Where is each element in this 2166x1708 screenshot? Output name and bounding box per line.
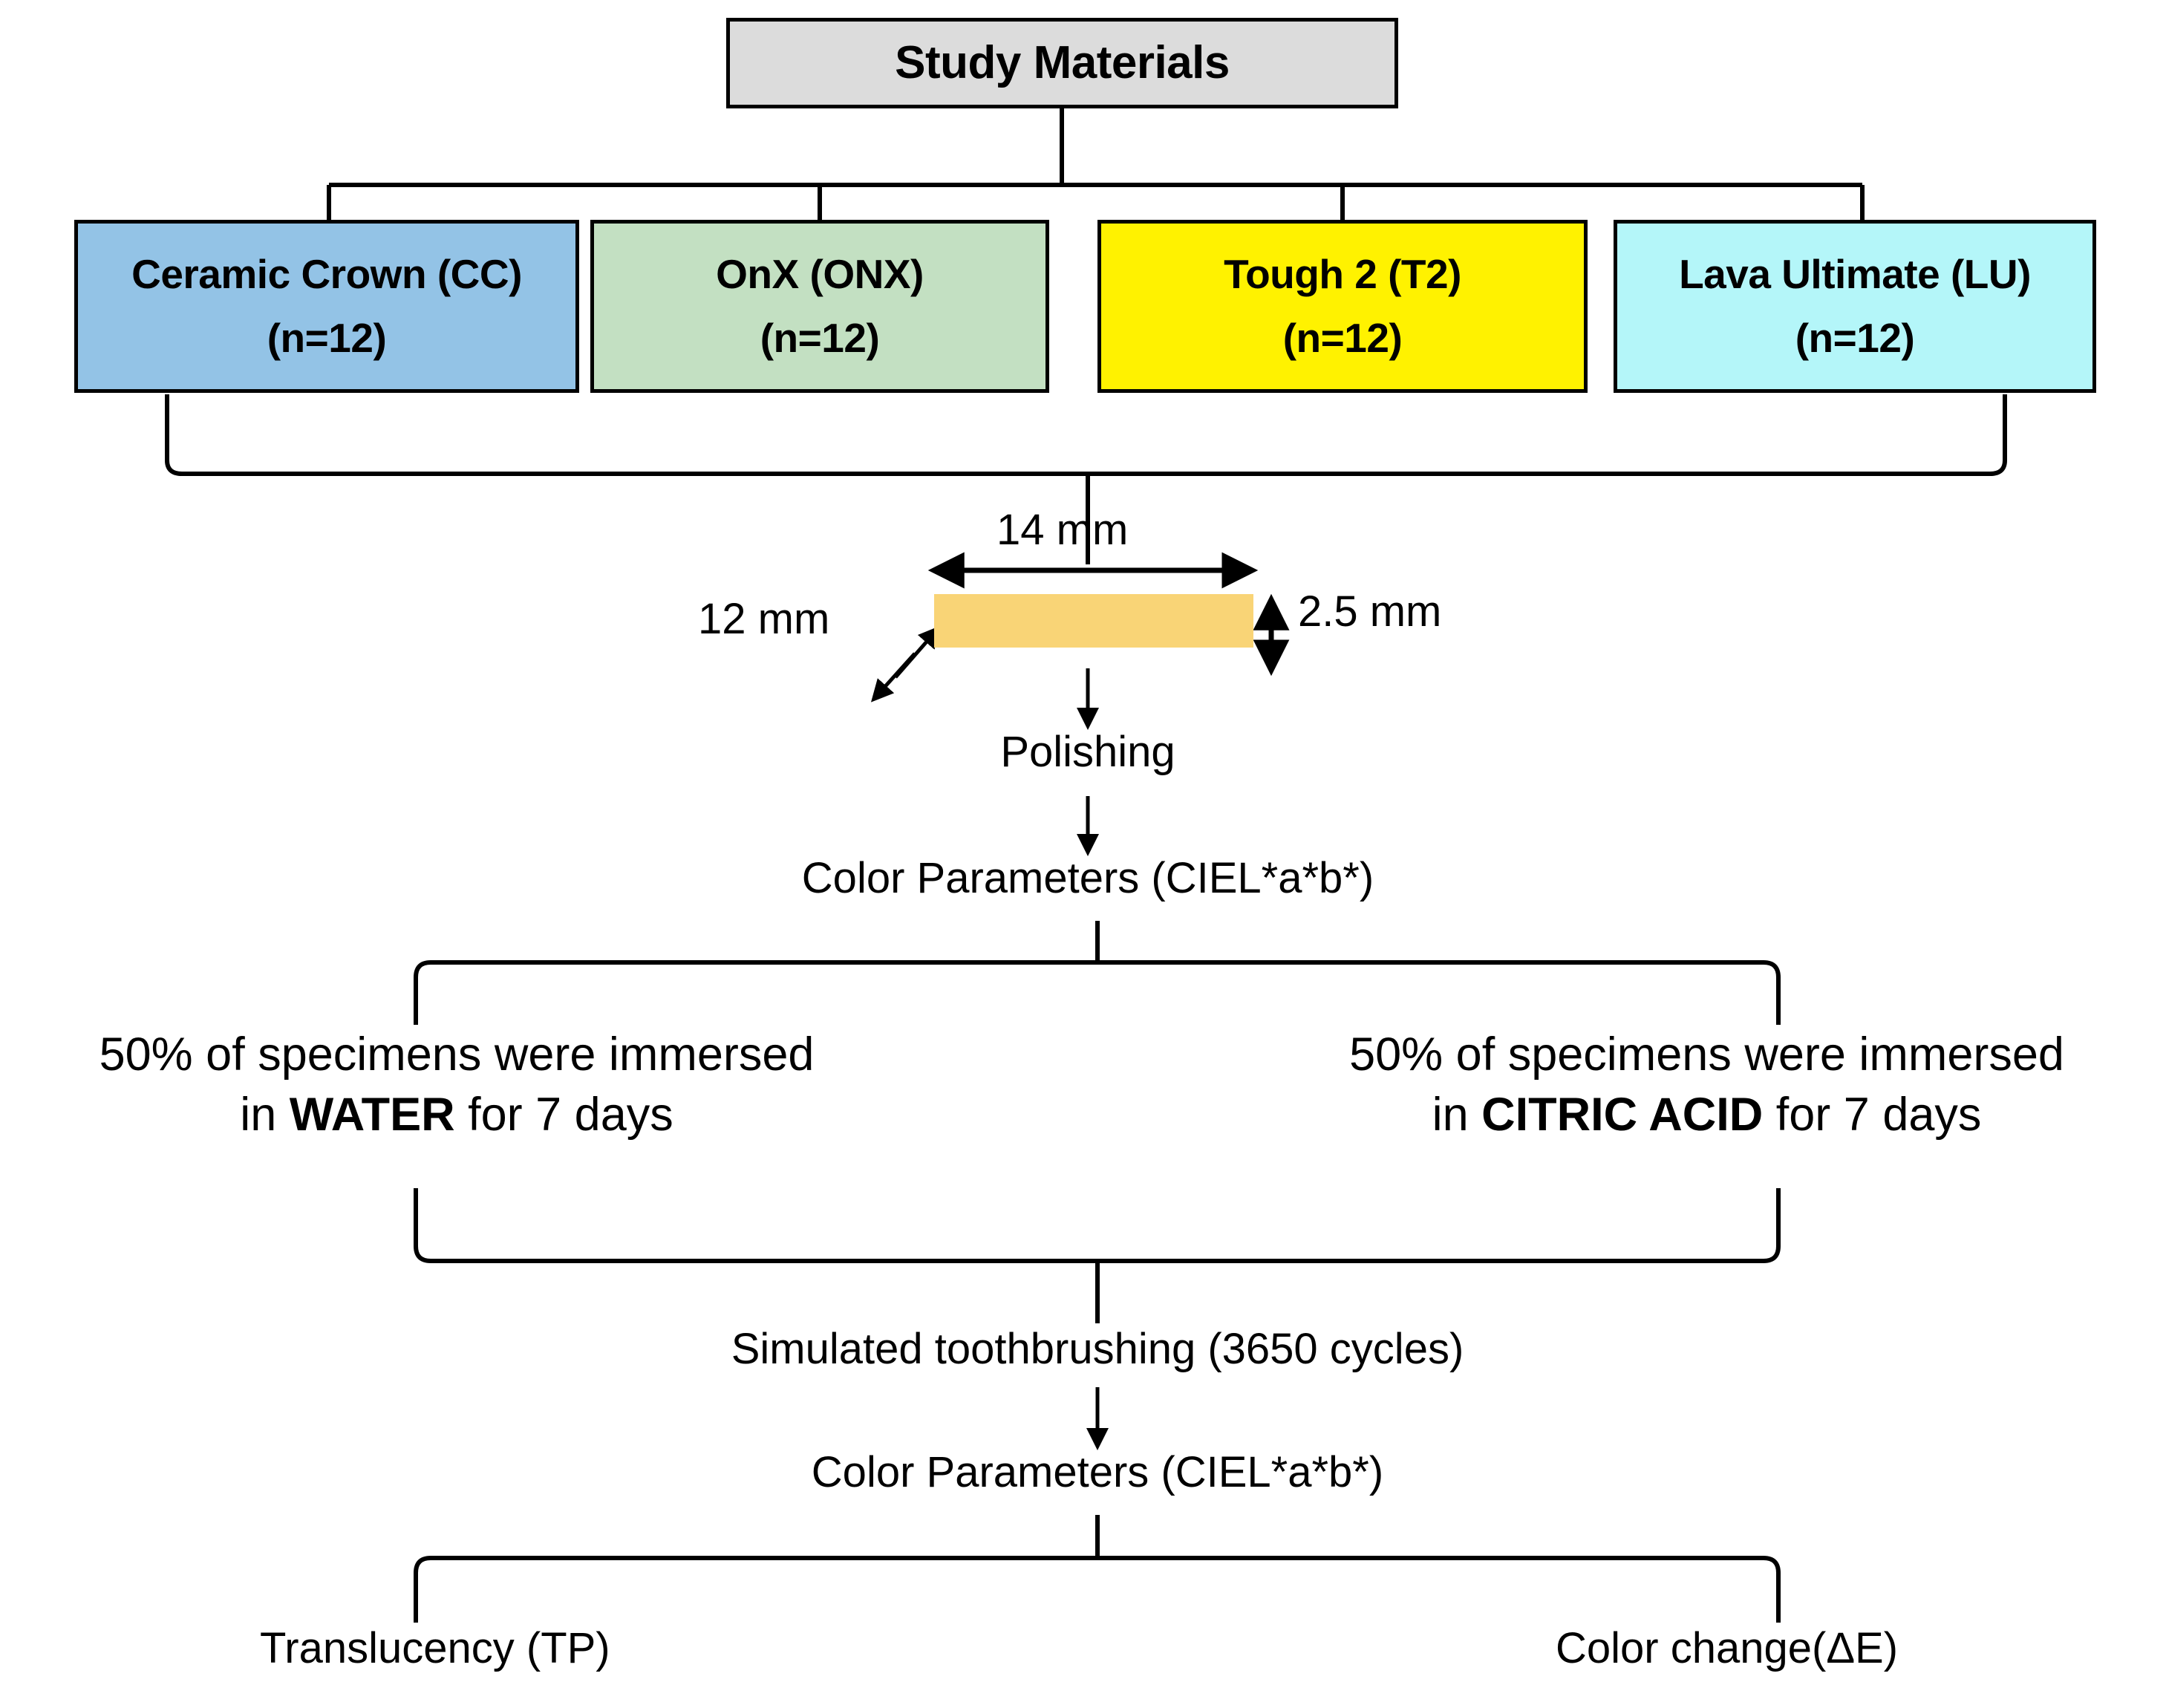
material-count-lava-ultimate: (n=12)	[1795, 314, 1915, 361]
connector-merge-materials	[165, 394, 2007, 476]
material-name-onx: OnX (ONX)	[716, 251, 924, 298]
study-materials-label: Study Materials	[895, 37, 1230, 89]
material-count-ceramic-crown: (n=12)	[267, 314, 387, 361]
branch-citric-acid: 50% of specimens were immersed in CITRIC…	[1247, 1025, 2166, 1144]
specimen-thickness-label: 2.5 mm	[1298, 587, 1442, 636]
branch-water-line2: in WATER for 7 days	[0, 1085, 913, 1145]
material-box-ceramic-crown: Ceramic Crown (CC) (n=12)	[74, 220, 579, 393]
branch-water-emphasis: WATER	[289, 1088, 455, 1141]
step-polishing: Polishing	[1000, 728, 1175, 776]
material-box-tough-2: Tough 2 (T2) (n=12)	[1097, 220, 1588, 393]
branch-citric-acid-prefix: in	[1432, 1088, 1482, 1141]
specimen-depth-label: 12 mm	[698, 595, 830, 643]
material-name-lava-ultimate: Lava Ultimate (LU)	[1679, 251, 2031, 298]
study-materials-box: Study Materials	[726, 18, 1398, 108]
material-box-onx: OnX (ONX) (n=12)	[590, 220, 1049, 393]
outcome-color-change: Color change(ΔE)	[1556, 1624, 1899, 1672]
dim-arrow-depth-a	[870, 652, 916, 703]
step-color-parameters-2: Color Parameters (CIEL*a*b*)	[811, 1448, 1384, 1496]
branch-water: 50% of specimens were immersed in WATER …	[0, 1025, 913, 1144]
branch-citric-acid-suffix: for 7 days	[1763, 1088, 1982, 1141]
material-count-onx: (n=12)	[760, 314, 880, 361]
dim-arrow-depth-b	[894, 625, 941, 679]
branch-citric-acid-line2: in CITRIC ACID for 7 days	[1247, 1085, 2166, 1145]
specimen-rectangle	[934, 594, 1253, 648]
branch-citric-acid-emphasis: CITRIC ACID	[1481, 1088, 1764, 1141]
branch-citric-acid-line1: 50% of specimens were immersed	[1349, 1029, 2064, 1080]
material-count-tough-2: (n=12)	[1282, 314, 1403, 361]
branch-water-suffix: for 7 days	[454, 1088, 673, 1141]
material-name-ceramic-crown: Ceramic Crown (CC)	[131, 251, 522, 298]
specimen-width-label: 14 mm	[996, 506, 1129, 554]
step-toothbrushing: Simulated toothbrushing (3650 cycles)	[731, 1325, 1464, 1373]
connector-merge-immersion	[414, 1188, 1781, 1263]
outcome-translucency: Translucency (TP)	[260, 1624, 610, 1672]
branch-water-line1: 50% of specimens were immersed	[99, 1029, 815, 1080]
connector-split-immersion	[414, 960, 1781, 1025]
branch-water-prefix: in	[240, 1088, 290, 1141]
connector-split-outcomes	[414, 1556, 1781, 1623]
step-color-parameters-1: Color Parameters (CIEL*a*b*)	[801, 854, 1374, 902]
material-name-tough-2: Tough 2 (T2)	[1224, 251, 1461, 298]
material-box-lava-ultimate: Lava Ultimate (LU) (n=12)	[1614, 220, 2096, 393]
